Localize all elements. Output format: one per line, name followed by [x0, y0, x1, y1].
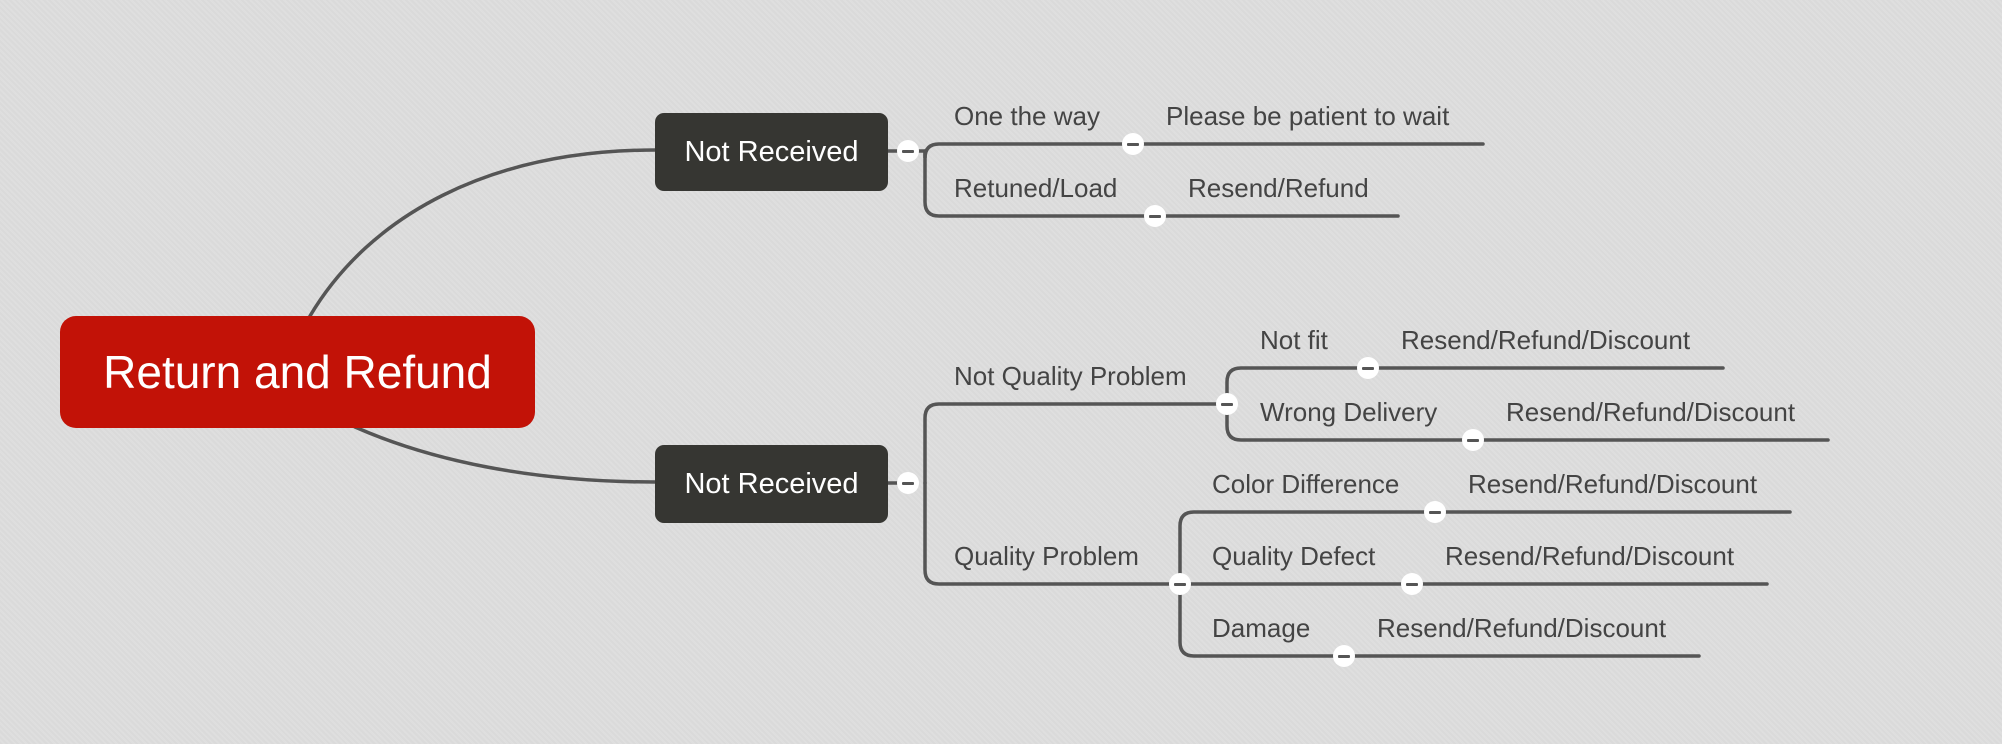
branch-topic-not-received-1[interactable]: Not Received [655, 113, 888, 191]
connector-root-branch-1 [308, 148, 657, 318]
collapse-toggle-icon[interactable] [1462, 429, 1484, 451]
collapse-toggle-icon[interactable] [1333, 645, 1355, 667]
topic-color-difference[interactable]: Color Difference [1212, 469, 1400, 499]
topic-damage-result[interactable]: Resend/Refund/Discount [1377, 613, 1667, 643]
connector-wrong-delivery [1225, 402, 1475, 442]
collapse-toggle-icon[interactable] [1144, 205, 1166, 227]
topic-not-fit[interactable]: Not fit [1260, 325, 1328, 355]
connector-not-fit [1225, 366, 1370, 406]
topic-not-quality-problem[interactable]: Not Quality Problem [954, 361, 1187, 391]
collapse-toggle-icon[interactable] [1401, 573, 1423, 595]
topic-please-be-patient[interactable]: Please be patient to wait [1166, 101, 1450, 131]
topic-damage[interactable]: Damage [1212, 613, 1311, 643]
collapse-toggle-icon[interactable] [897, 472, 919, 494]
topic-one-the-way[interactable]: One the way [954, 101, 1100, 131]
topic-resend-refund[interactable]: Resend/Refund [1188, 173, 1369, 203]
topic-quality-problem[interactable]: Quality Problem [954, 541, 1139, 571]
branch-topic-not-received-2[interactable]: Not Received [655, 445, 888, 523]
connector-root-branch-2 [353, 425, 657, 484]
connector-quality [923, 481, 1182, 586]
collapse-toggle-icon[interactable] [1122, 133, 1144, 155]
topic-color-difference-result[interactable]: Resend/Refund/Discount [1468, 469, 1758, 499]
topic-not-fit-result[interactable]: Resend/Refund/Discount [1401, 325, 1691, 355]
root-topic[interactable]: Return and Refund [60, 316, 535, 428]
connector-color-difference [1178, 510, 1437, 586]
topic-retuned-load[interactable]: Retuned/Load [954, 173, 1118, 203]
topic-quality-defect-result[interactable]: Resend/Refund/Discount [1445, 541, 1735, 571]
topic-wrong-delivery-result[interactable]: Resend/Refund/Discount [1506, 397, 1796, 427]
collapse-toggle-icon[interactable] [1216, 393, 1238, 415]
connector-one-the-way [906, 142, 1135, 159]
connector-not-quality [923, 402, 1229, 485]
collapse-toggle-icon[interactable] [1424, 501, 1446, 523]
topic-quality-defect[interactable]: Quality Defect [1212, 541, 1376, 571]
topic-wrong-delivery[interactable]: Wrong Delivery [1260, 397, 1438, 427]
collapse-toggle-icon[interactable] [897, 140, 919, 162]
collapse-toggle-icon[interactable] [1357, 357, 1379, 379]
connector-retuned-load [923, 149, 1157, 218]
collapse-toggle-icon[interactable] [1169, 573, 1191, 595]
connector-damage [1178, 582, 1346, 658]
